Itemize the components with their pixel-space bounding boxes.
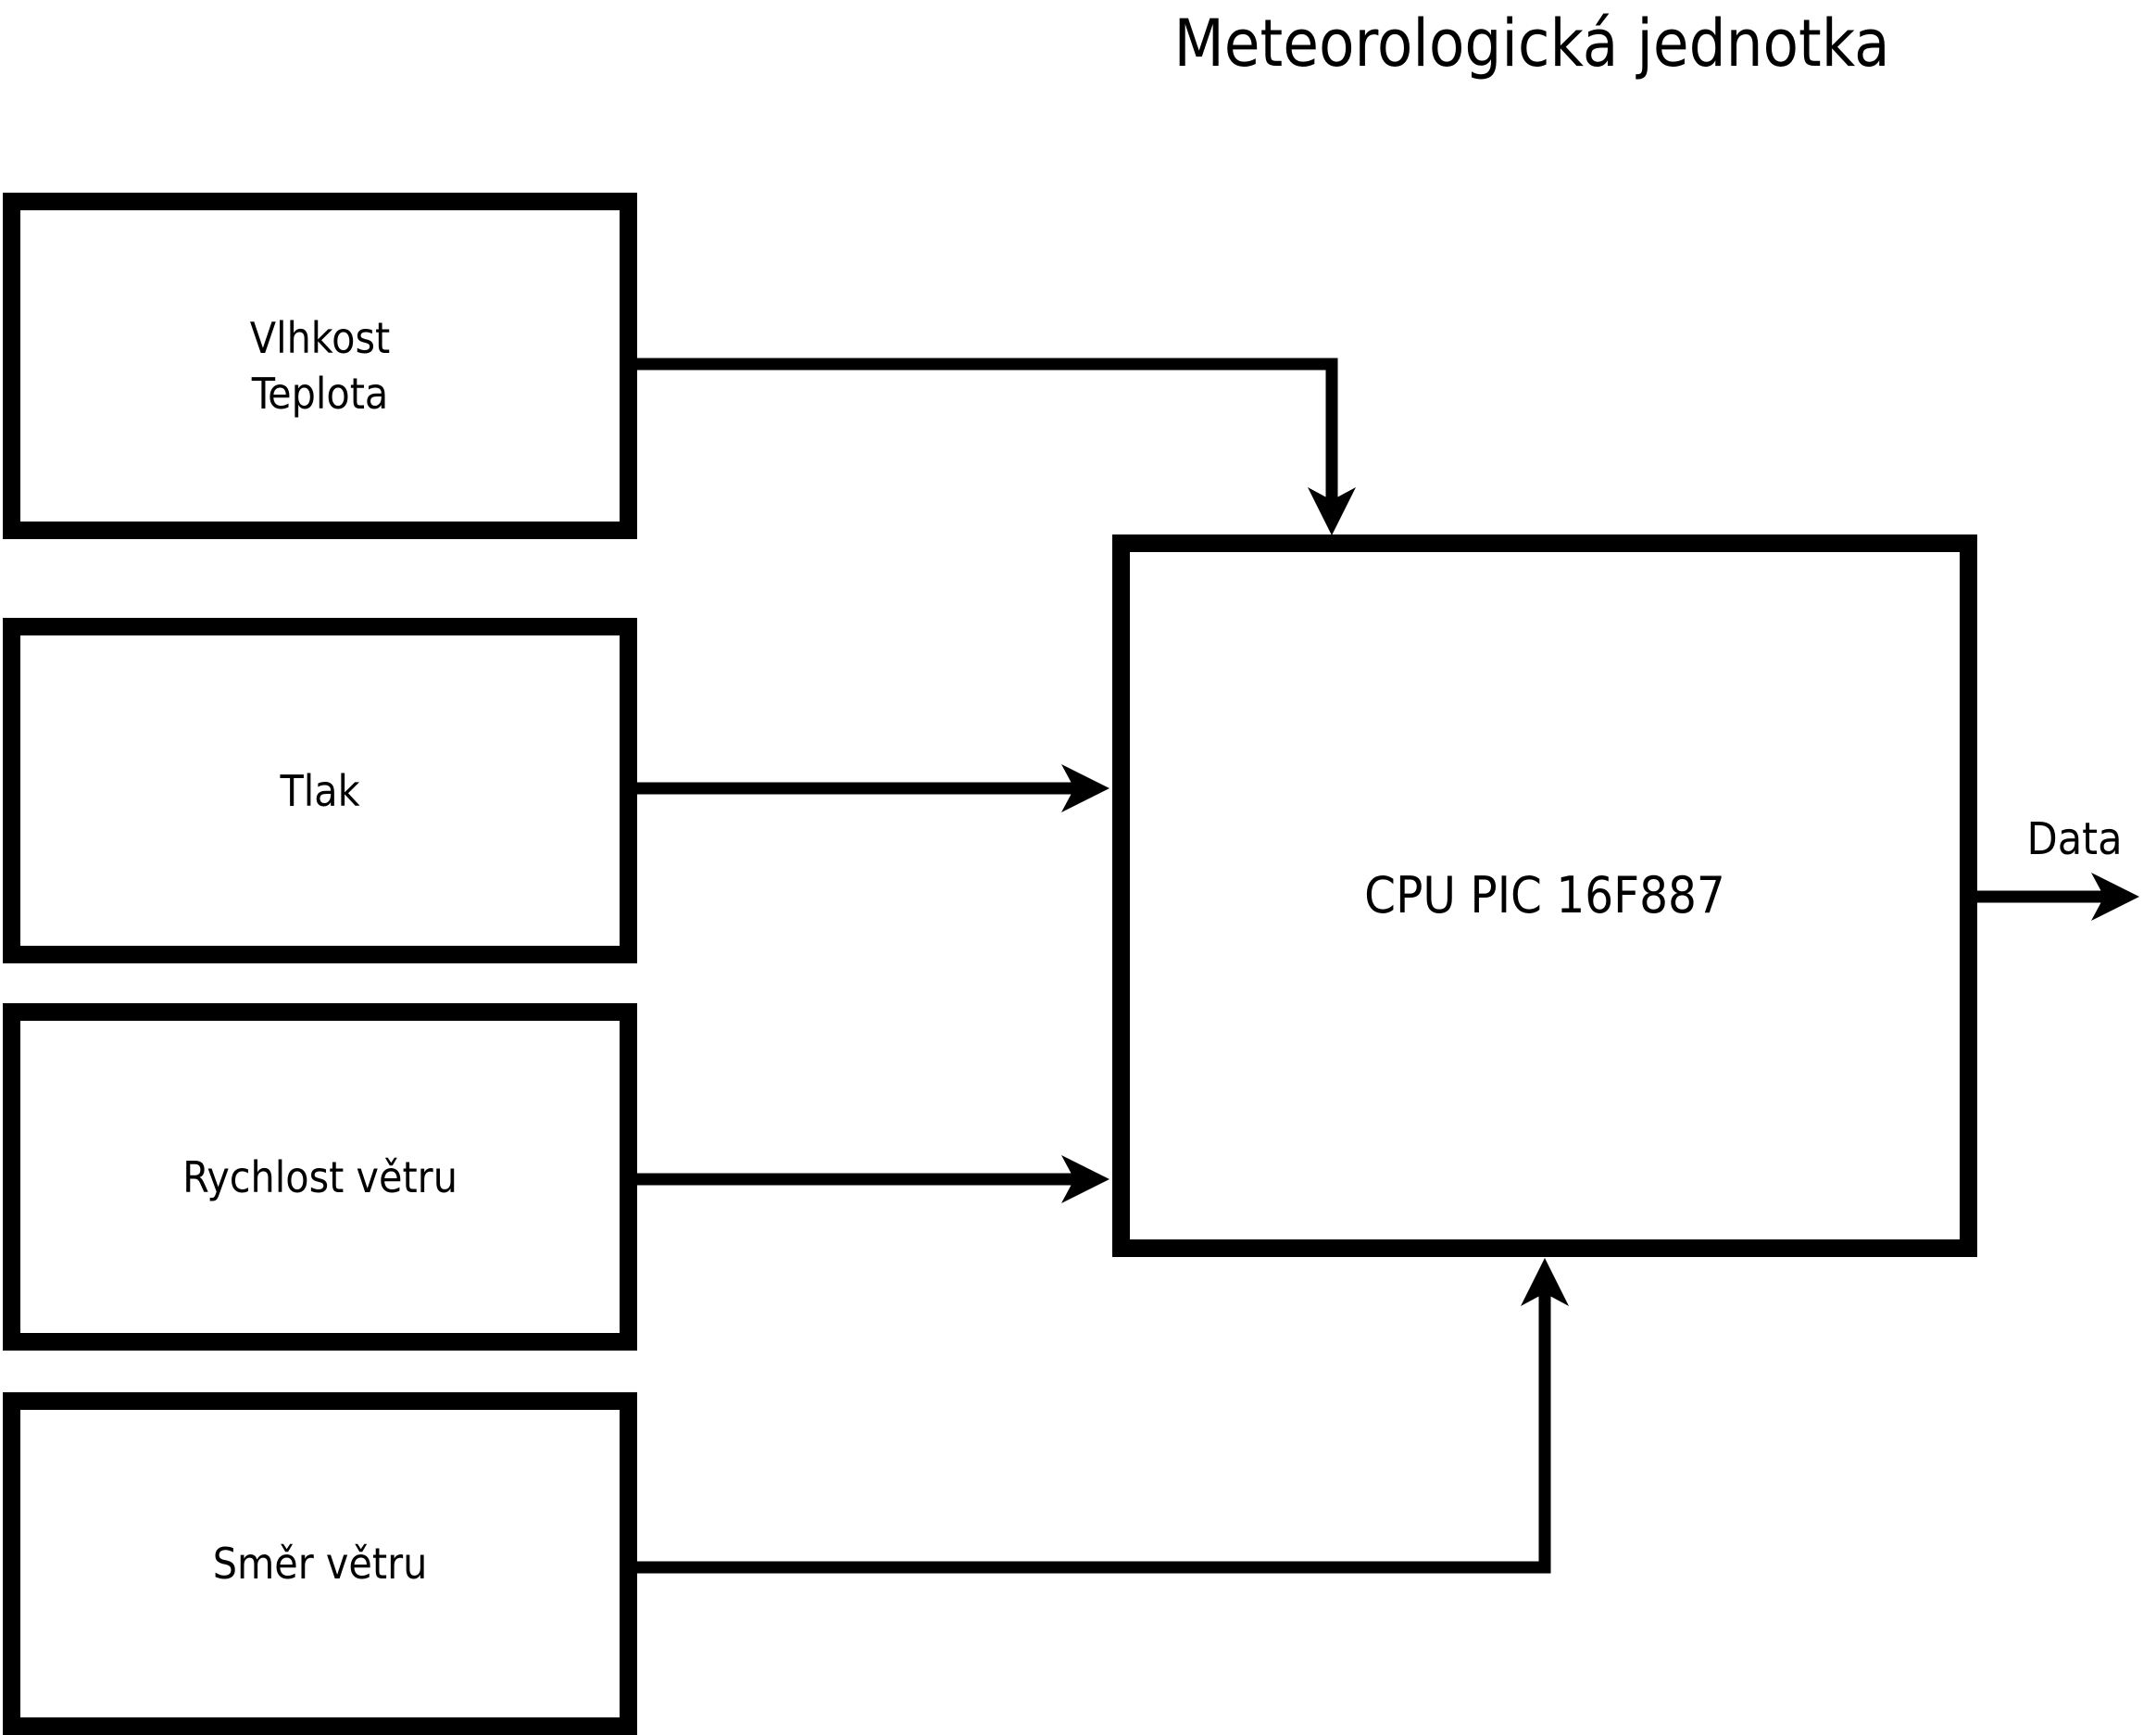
node-pressure-label: Tlak xyxy=(280,765,360,816)
node-wind-speed-label: Rychlost větru xyxy=(182,1151,458,1202)
arrowhead-right-icon xyxy=(1061,764,1109,812)
humidity-label-line: Vlhkost xyxy=(249,313,391,363)
node-pressure: Tlak xyxy=(3,618,637,963)
data-output-label: Data xyxy=(2026,813,2123,865)
arrowhead-right-icon xyxy=(2091,873,2139,921)
node-wind-direction: Směr větru xyxy=(3,1392,637,1735)
node-wind-speed: Rychlost větru xyxy=(3,1003,637,1351)
node-cpu: CPU PIC 16F887 xyxy=(1112,534,1977,1257)
node-cpu-label: CPU PIC 16F887 xyxy=(1364,866,1725,924)
arrowhead-down-icon xyxy=(1308,487,1356,535)
arrowhead-up-icon xyxy=(1521,1258,1569,1306)
edge-humidity-temp-to-cpu xyxy=(637,358,1338,500)
node-wind-direction-label: Směr větru xyxy=(212,1539,428,1589)
temperature-label-line: Teplota xyxy=(251,369,389,419)
node-humidity-temperature: Vlhkost Teplota xyxy=(3,193,637,539)
edge-wind-direction-to-cpu xyxy=(637,1293,1551,1574)
arrowhead-right-icon xyxy=(1061,1155,1109,1203)
diagram-title: Meteorologická jednotka xyxy=(1173,6,1890,82)
node-humidity-temperature-label: Vlhkost Teplota xyxy=(250,310,390,421)
